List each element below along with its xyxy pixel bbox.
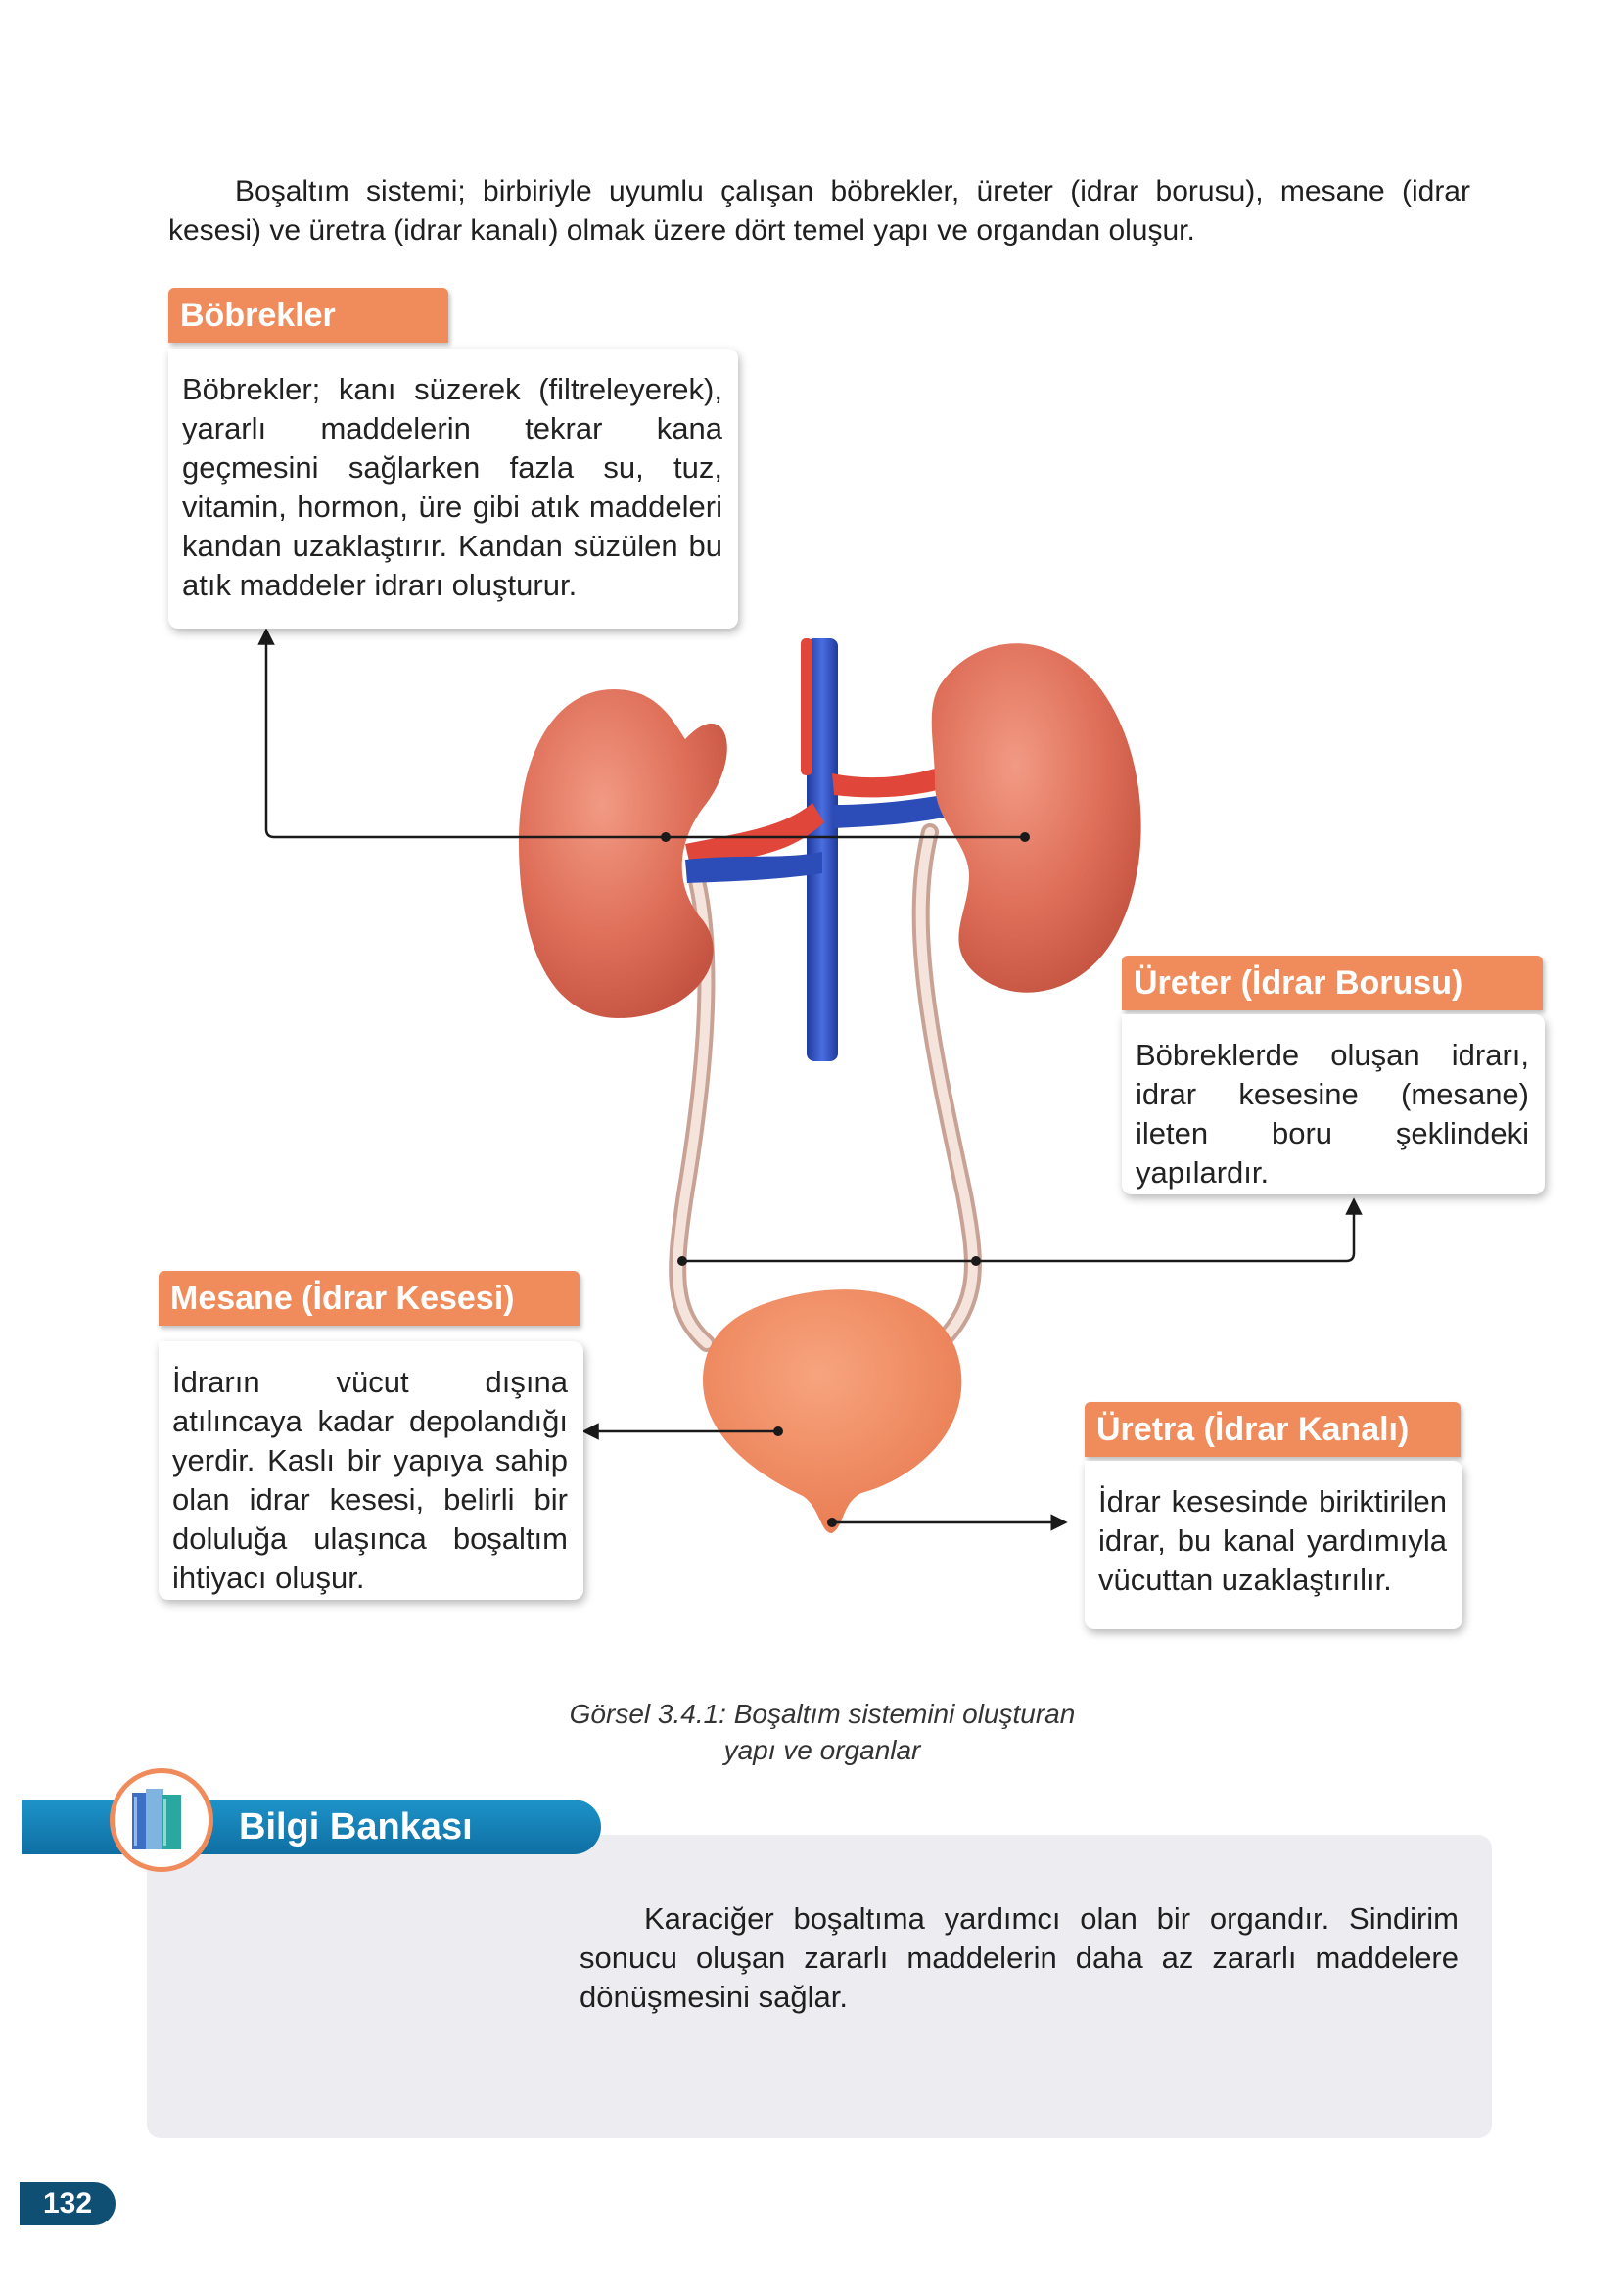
blood-vessels (685, 638, 957, 1061)
info-box-panel (147, 1835, 1492, 2138)
info-box-text: Karaciğer boşaltıma yardımcı olan bir or… (580, 1901, 1459, 2014)
intro-paragraph: Boşaltım sistemi; birbiriyle uyumlu çalı… (168, 175, 1470, 247)
bladder (703, 1289, 962, 1533)
callout-title-mesane: Mesane (İdrar Kesesi) (159, 1271, 580, 1326)
callout-body-mesane: İdrarın vücut dışına atılıncaya kadar de… (159, 1341, 583, 1600)
figure-caption-line-2: yapı ve organlar (723, 1735, 921, 1765)
left-kidney (519, 688, 727, 1018)
callout-text-uretra: İdrar kesesinde biriktirilen idrar, bu k… (1098, 1484, 1447, 1597)
callout-title-uretra: Üretra (İdrar Kanalı) (1085, 1402, 1461, 1457)
right-kidney (931, 643, 1141, 993)
kidney-connector (257, 628, 1025, 839)
page-number: 132 (20, 2182, 116, 2225)
ureter-tubes (669, 823, 982, 1352)
callout-text-bobrekler: Böbrekler; kanı süzerek (filtreleyerek),… (182, 372, 722, 602)
figure-caption-line-1: Görsel 3.4.1: Boşaltım sistemini oluştur… (569, 1699, 1076, 1729)
info-box-title: Bilgi Bankası (239, 1806, 473, 1847)
figure-caption: Görsel 3.4.1: Boşaltım sistemini oluştur… (489, 1696, 1155, 1768)
callout-text-ureter: Böbreklerde oluşan idrarı, idrar kesesin… (1136, 1038, 1529, 1190)
callout-body-uretra: İdrar kesesinde biriktirilen idrar, bu k… (1085, 1461, 1462, 1629)
callout-title-bobrekler: Böbrekler (168, 288, 448, 343)
ureter-connector (682, 1197, 1363, 1263)
callout-body-bobrekler: Böbrekler; kanı süzerek (filtreleyerek),… (168, 349, 738, 629)
books-icon (110, 1768, 213, 1872)
callout-text-mesane: İdrarın vücut dışına atılıncaya kadar de… (172, 1365, 568, 1595)
callout-title-ureter: Üreter (İdrar Borusu) (1122, 956, 1543, 1010)
callout-body-ureter: Böbreklerde oluşan idrarı, idrar kesesin… (1122, 1014, 1545, 1194)
